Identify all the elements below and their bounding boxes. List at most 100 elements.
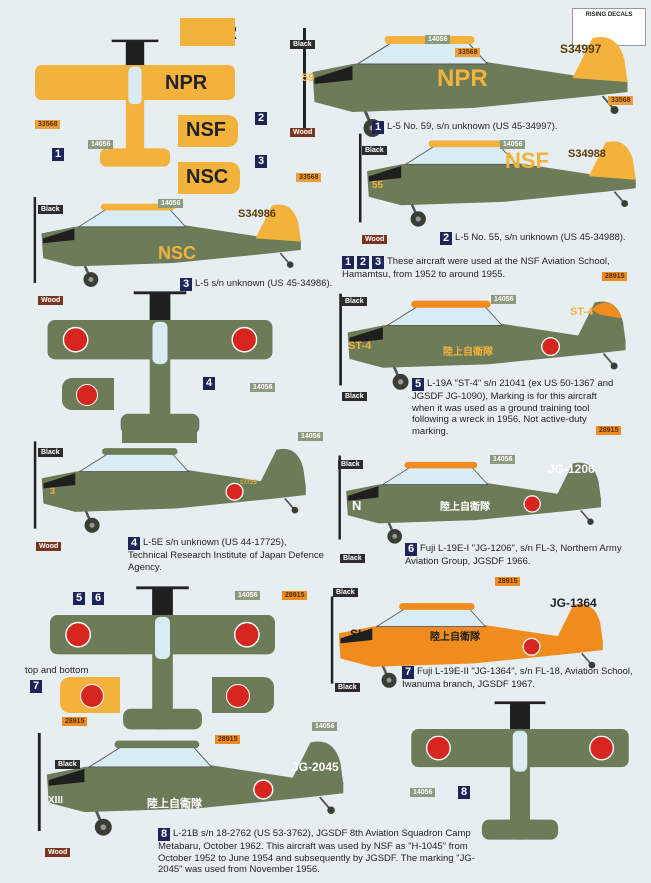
label-14056: 14056 [298,432,324,441]
anti-glare-panel [347,486,379,501]
wheel-hub [100,824,107,830]
num-4: 4 [128,537,140,550]
label-wood: Wood [45,848,71,857]
top-view-8 [411,701,629,840]
num-4: 4 [203,377,215,390]
label-28915: 28915 [495,577,521,586]
anti-glare-panel [368,166,402,182]
fuselage [312,60,628,112]
num-1: 1 [342,256,354,269]
side-profile-2 [358,133,636,227]
tailplane [123,708,202,730]
marking-n: N [352,498,362,513]
tail-wheel [621,200,629,207]
tail-fin [259,448,306,487]
label-28915: 28915 [215,735,241,744]
marking-kanji: 陸上自衛隊 [430,632,480,643]
canopy [381,466,489,485]
label-14056: 14056 [410,788,436,797]
label-black: Black [290,40,315,49]
caption-text: L-5E s/n unknown (US 44-17725), Technica… [128,537,324,573]
wheel-hub [415,216,421,222]
label-14056: 14056 [312,722,338,731]
wheel-hub [392,533,398,539]
fin-tip [591,302,623,319]
anti-glare-panel [48,768,85,786]
label-14056: 14056 [500,140,526,149]
tail-wheel [610,106,619,114]
nose [149,293,171,320]
num-7: 7 [30,680,42,693]
caption-text: L-5 No. 59, s/n unknown (US 45-34997). [387,121,558,132]
anti-glare-panel [349,327,383,344]
canopy [77,208,187,228]
canopy [385,305,504,326]
label-14056: 14056 [88,140,114,149]
side-profile-4 [33,441,306,533]
label-33568: 33568 [608,96,634,105]
fuselage [346,481,601,524]
wheel-hub [89,522,95,528]
num-3: 3 [255,155,267,168]
roundel [541,337,561,357]
fuselage [367,160,636,206]
label-wood: Wood [36,542,62,551]
tail-wheel [286,261,294,268]
label-black: Black [340,554,365,563]
wing-panel-nsc [178,162,240,194]
marking-jg1206: JG-1206 [548,462,595,476]
wing-panel-nsf [178,115,238,147]
top-view-5-6 [50,586,275,730]
fuselage [338,623,603,667]
marking-nsf-side: NSF [505,148,549,173]
canopy [128,66,142,105]
anti-glare-panel [43,473,76,489]
marking-nsf: NSF [186,119,226,141]
label-black: Black [38,448,63,457]
caption-text: L-5 s/n unknown (US 45-34986). [195,278,333,289]
tail-wheel [327,806,335,814]
num-5: 5 [412,378,424,391]
marking-s34986: S34986 [238,208,276,220]
label-28915: 28915 [596,426,622,435]
label-14056: 14056 [490,455,516,464]
side-profile-8 [37,733,344,836]
canopy [87,745,213,768]
caption-text: Fuji L-19E-I "JG-1206", s/n FL-3, Northe… [405,543,622,567]
anti-glare-panel [340,628,373,644]
wing-top [428,140,506,148]
wheel-hub [88,277,94,282]
marking-nsc-side: NSC [158,243,197,263]
marking-17725: 17725 [240,480,257,486]
marking-npr: NPR [165,72,208,94]
marking-s34988: S34988 [568,148,606,160]
label-14056: 14056 [158,199,184,208]
num-7: 7 [402,666,414,679]
num-1: 1 [372,121,384,134]
tail-wheel [291,506,299,514]
label-33568: 33568 [455,48,481,57]
label-black: Black [342,297,367,306]
label-33568: 33568 [35,120,61,129]
caption-text: L-5 No. 55, s/n unknown (US 45-34988). [455,232,626,243]
marking-xiii: XIII [48,795,64,806]
num-8: 8 [458,786,470,799]
marking-jg2045: JG-2045 [292,760,339,774]
label-33568: 33568 [296,173,322,182]
wing-top [114,740,200,749]
num-2: 2 [440,232,452,245]
roundel [76,384,98,406]
fuselage [41,223,301,267]
fuselage [46,763,344,813]
roundel-left [62,326,89,353]
tail-wheel [587,518,594,525]
wheel-hub [397,379,404,385]
top-view-1 [35,39,235,167]
label-wood: Wood [362,235,388,244]
marking-jg1364: JG-1364 [550,596,597,610]
num-8: 8 [158,828,170,841]
anti-glare-panel [43,228,75,244]
